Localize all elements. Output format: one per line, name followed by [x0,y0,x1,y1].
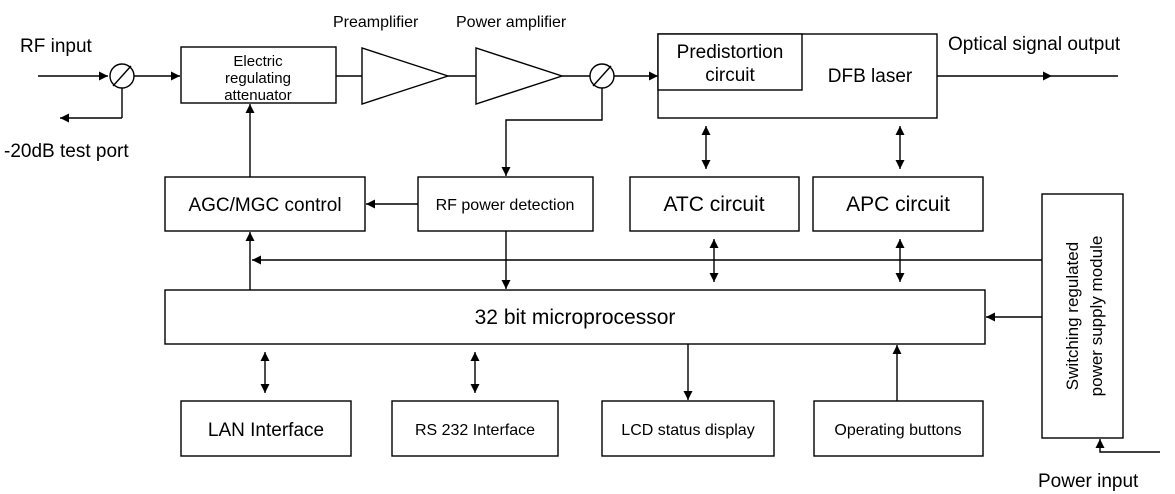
rf-power-detection-label: RF power detection [436,197,575,214]
lan-interface-label: LAN Interface [208,420,324,441]
power-supply-label-line2: power supply module [1087,236,1106,397]
lcd-status-display-box [601,400,775,457]
attenuator-box [180,46,337,104]
lcd-status-display-label: LCD status display [621,422,754,439]
rs232-interface-label: RS 232 Interface [415,422,535,439]
microprocessor-label: 32 bit microprocessor [475,306,676,329]
agc-mgc-box [164,176,366,232]
apc-circuit-label: APC circuit [846,193,950,216]
test-port-label: -20dB test port [4,141,129,162]
power-supply-box [1041,193,1124,439]
attenuator-label-line2: regulating [225,70,291,87]
rf-power-detection-box [417,176,594,232]
rs232-interface-box [391,400,559,457]
power-input-label: Power input [1038,471,1139,492]
microprocessor-box [164,289,986,345]
power-input-line [1095,439,1160,453]
predistortion-box [657,33,803,91]
dfb-laser-label: DFB laser [828,66,913,87]
operating-buttons-box [813,400,984,457]
operating-buttons-label: Operating buttons [834,422,961,439]
atc-circuit-box [629,176,800,232]
apc-circuit-box [812,176,984,232]
agc-mgc-label: AGC/MGC control [188,195,341,216]
predistortion-label-line1: Predistortion [677,42,784,63]
optical-output-label: Optical signal output [948,34,1121,55]
rf-detect-tap-line [501,88,603,176]
preamplifier-label: Preamplifier [333,14,419,31]
attenuator-label-line3: attenuator [224,87,292,104]
power-amplifier-label: Power amplifier [456,14,567,31]
preamplifier-triangle [361,47,451,105]
coupler-1-slash [112,65,132,87]
power-amplifier-triangle [475,47,565,105]
attenuator-label-line1: Electric [233,53,283,70]
lan-interface-box [180,400,352,457]
predistortion-label-line2: circuit [705,65,755,86]
coupler-2-slash [592,65,612,87]
power-supply-label-line1: Switching regulated [1063,242,1082,390]
atc-circuit-label: ATC circuit [663,193,764,216]
rf-input-label: RF input [20,36,93,57]
